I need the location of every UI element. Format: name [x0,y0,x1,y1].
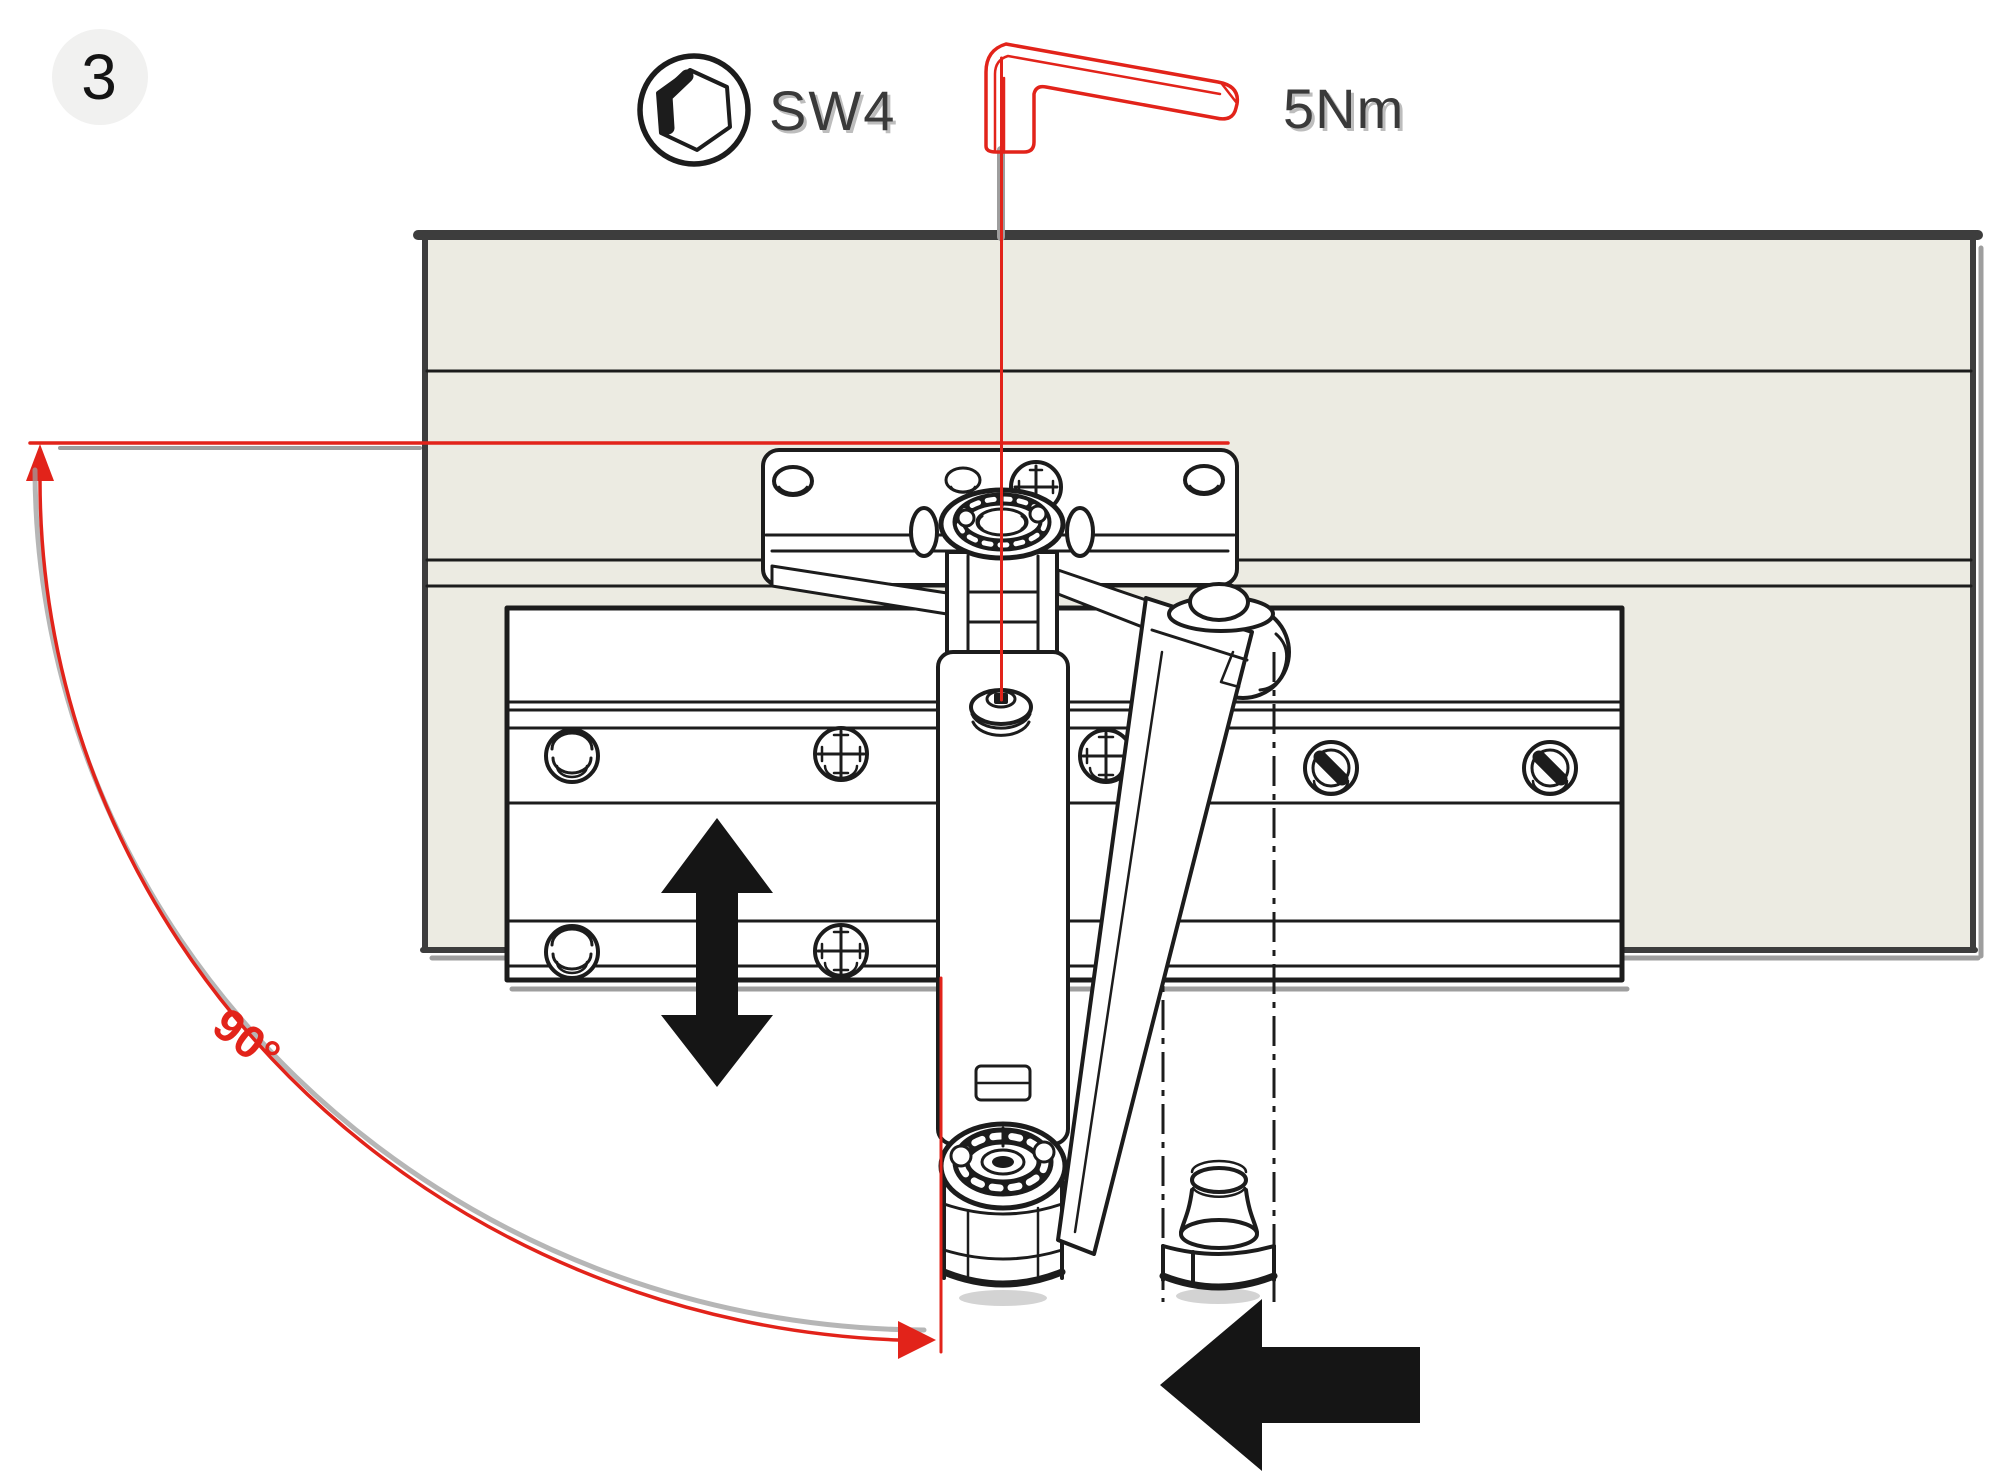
foot-bottom-edge [1159,1272,1278,1291]
rail-screw [1524,742,1576,794]
hub-ear-left [909,506,939,558]
torque-shadow: 5Nm [1286,80,1407,143]
hub-bearing-crescents [976,514,1028,531]
swing-arc [38,479,900,1342]
rail-screw [544,924,600,980]
body-slot [974,1064,1032,1102]
plate-screw [1183,464,1225,496]
left-arrow-icon [1160,1299,1420,1471]
phantom-pin [1179,1159,1259,1250]
allen-key-icon [984,42,1240,154]
rail-screw [544,728,600,784]
socket-size-shadow: SW4 [772,82,899,145]
right-arrowhead-icon [898,1321,936,1359]
rail-screw [813,726,869,782]
door-arm [1056,582,1275,1256]
socket-size-label: SW4 [769,79,896,142]
socket-hexagon [656,68,732,152]
phantom-door-foot [1159,1159,1278,1304]
rail-screw [1305,742,1357,794]
allen-key-outline [984,42,1240,154]
socket-shading [659,69,694,135]
torque-callout: 5Nm 5Nm [1283,77,1407,143]
torque-label: 5Nm [1283,77,1404,140]
foot-top-edge [1161,1244,1276,1256]
rotation-arc [32,467,936,1359]
allen-key-facets [993,54,1238,154]
rail-screw [813,923,869,979]
elbow-hook [1258,632,1289,692]
foot-shadow [959,1290,1047,1306]
step-badge: 3 [52,29,148,125]
angle-label: 90° [203,997,290,1081]
pointer-line [997,56,1005,702]
hub-ear-right [1065,506,1095,558]
foot-shadow [1176,1288,1260,1304]
step-number: 3 [81,41,117,113]
socket-size-callout: SW4 SW4 [769,79,899,145]
arm-inner-line [1073,650,1164,1234]
body-foot [938,1121,1068,1306]
up-arrowhead-icon [26,444,54,481]
lower-spline-bearing [938,1121,1068,1211]
elbow-pin-cap [1188,582,1250,622]
plate-screw [772,465,814,497]
badge-circle [52,29,148,125]
arm-notch [1219,650,1241,689]
hex-socket-icon [637,53,751,167]
socket-circle [637,53,751,167]
up-down-arrow-icon [661,818,773,1087]
plate-screw-small [944,466,982,494]
adjustment-screw-boss [969,688,1033,737]
